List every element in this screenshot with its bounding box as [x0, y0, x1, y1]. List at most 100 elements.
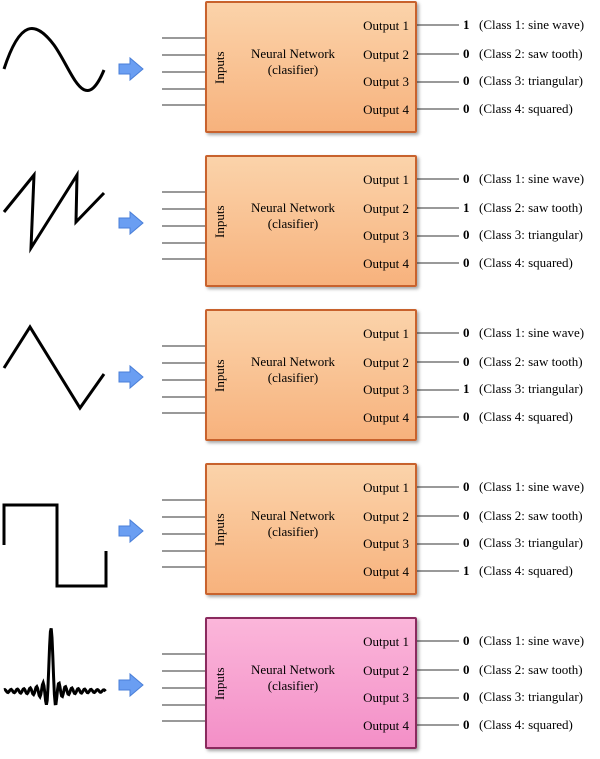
output-value: 0	[463, 227, 470, 242]
network-title: Neural Network(clasifier)	[235, 200, 351, 232]
network-title-line2: (clasifier)	[267, 678, 319, 693]
class-label: (Class 2: saw tooth)	[479, 508, 583, 523]
output-label: Output 2	[363, 663, 409, 678]
output-label: Output 1	[363, 18, 409, 33]
output-label: Output 3	[363, 536, 409, 551]
arrow-icon	[118, 56, 144, 82]
arrow-icon	[118, 210, 144, 236]
network-title: Neural Network(clasifier)	[235, 508, 351, 540]
class-label: (Class 2: saw tooth)	[479, 200, 583, 215]
inputs-label: Inputs	[212, 205, 227, 239]
output-value: 0	[463, 717, 470, 732]
arrow-icon	[118, 518, 144, 544]
class-label: (Class 1: sine wave)	[479, 325, 585, 340]
output-value: 0	[463, 662, 470, 677]
output-value: 0	[463, 325, 470, 340]
class-label: (Class 4: squared)	[479, 563, 573, 578]
sinc-noise-waveform	[3, 628, 107, 706]
output-label: Output 2	[363, 509, 409, 524]
class-label: (Class 1: sine wave)	[479, 633, 585, 648]
network-title-line1: Neural Network	[250, 46, 336, 61]
neural-network-box: Inputs Neural Network(clasifier) Output 1 O…	[205, 1, 417, 133]
network-title-line1: Neural Network	[250, 508, 336, 523]
output-value: 1	[463, 563, 470, 578]
neural-network-box: Inputs Neural Network(clasifier) Output 1 O…	[205, 309, 417, 441]
class-label: (Class 2: saw tooth)	[479, 662, 583, 677]
output-value: 0	[463, 479, 470, 494]
network-title: Neural Network(clasifier)	[235, 46, 351, 78]
output-label: Output 4	[363, 718, 409, 733]
classifier-row: Inputs Neural Network(clasifier) Output 1 O…	[0, 616, 600, 756]
output-value: 0	[463, 409, 470, 424]
classifier-row: Inputs Neural Network(clasifier) Output 1 O…	[0, 462, 600, 602]
network-title-line1: Neural Network	[250, 662, 336, 677]
network-title-line2: (clasifier)	[267, 370, 319, 385]
output-label: Output 1	[363, 480, 409, 495]
class-label: (Class 3: triangular)	[479, 73, 583, 88]
output-label: Output 2	[363, 201, 409, 216]
class-label: (Class 4: squared)	[479, 409, 573, 424]
output-value: 0	[463, 535, 470, 550]
class-label: (Class 4: squared)	[479, 255, 573, 270]
output-label: Output 2	[363, 47, 409, 62]
inputs-label: Inputs	[212, 359, 227, 393]
output-label: Output 4	[363, 410, 409, 425]
output-label: Output 4	[363, 564, 409, 579]
arrow-icon	[118, 364, 144, 390]
output-label: Output 4	[363, 256, 409, 271]
output-label: Output 1	[363, 172, 409, 187]
output-value: 1	[463, 200, 470, 215]
network-title-line2: (clasifier)	[267, 62, 319, 77]
inputs-label: Inputs	[212, 51, 227, 85]
neural-network-box: Inputs Neural Network(clasifier) Output 1 O…	[205, 463, 417, 595]
output-value: 0	[463, 508, 470, 523]
network-title: Neural Network(clasifier)	[235, 662, 351, 694]
class-label: (Class 3: triangular)	[479, 689, 583, 704]
output-value: 1	[463, 381, 470, 396]
row-2-graphics	[2, 169, 459, 264]
output-value: 0	[463, 46, 470, 61]
output-value: 0	[463, 354, 470, 369]
network-title-line2: (clasifier)	[267, 524, 319, 539]
sine-wave-waveform	[2, 27, 106, 92]
output-value: 0	[463, 73, 470, 88]
triangular-waveform	[2, 324, 106, 411]
output-label: Output 1	[363, 634, 409, 649]
inputs-label: Inputs	[212, 513, 227, 547]
class-label: (Class 1: sine wave)	[479, 479, 585, 494]
network-title: Neural Network(clasifier)	[235, 354, 351, 386]
class-label: (Class 3: triangular)	[479, 227, 583, 242]
class-label: (Class 2: saw tooth)	[479, 354, 583, 369]
class-label: (Class 4: squared)	[479, 101, 573, 116]
output-label: Output 4	[363, 102, 409, 117]
output-label: Output 3	[363, 690, 409, 705]
classifier-row: Inputs Neural Network(clasifier) Output 1 O…	[0, 0, 600, 140]
arrow-icon	[118, 672, 144, 698]
row-3-graphics	[2, 324, 459, 418]
class-label: (Class 3: triangular)	[479, 535, 583, 550]
inputs-label: Inputs	[212, 667, 227, 701]
class-label: (Class 1: sine wave)	[479, 17, 585, 32]
output-value: 1	[463, 17, 470, 32]
output-label: Output 3	[363, 382, 409, 397]
saw-tooth-waveform	[2, 169, 106, 254]
output-value: 0	[463, 689, 470, 704]
output-value: 0	[463, 633, 470, 648]
class-label: (Class 3: triangular)	[479, 381, 583, 396]
output-label: Output 1	[363, 326, 409, 341]
row-4-graphics	[2, 486, 459, 588]
row-1-graphics	[2, 24, 459, 110]
class-label: (Class 4: squared)	[479, 717, 573, 732]
classifier-row: Inputs Neural Network(clasifier) Output 1 O…	[0, 154, 600, 294]
neural-network-box: Inputs Neural Network(clasifier) Output 1 O…	[205, 155, 417, 287]
class-label: (Class 1: sine wave)	[479, 171, 585, 186]
output-label: Output 3	[363, 74, 409, 89]
row-5-graphics	[3, 628, 459, 726]
class-label: (Class 2: saw tooth)	[479, 46, 583, 61]
output-label: Output 3	[363, 228, 409, 243]
output-value: 0	[463, 101, 470, 116]
classifier-row: Inputs Neural Network(clasifier) Output 1 O…	[0, 308, 600, 448]
neural-network-box: Inputs Neural Network(clasifier) Output 1 O…	[205, 617, 417, 749]
